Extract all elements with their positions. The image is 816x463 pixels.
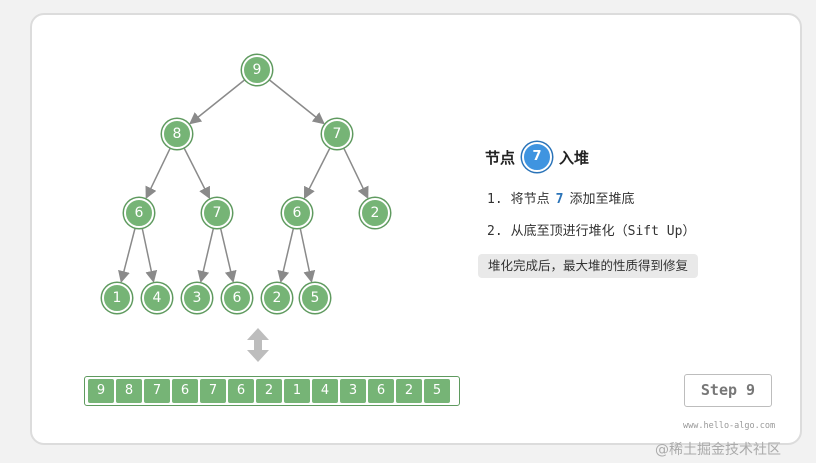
slide-card (30, 13, 802, 445)
tree-edge (141, 228, 158, 283)
step-1: 1. 将节点 7 添加至堆底 (487, 188, 635, 207)
title-prefix: 节点 (485, 148, 516, 167)
tree-node: 9 (242, 55, 272, 85)
step-1-text-b: 添加至堆底 (569, 192, 635, 207)
tree-node: 7 (322, 119, 352, 149)
title-suffix: 入堆 (559, 148, 590, 167)
array-cell: 5 (424, 379, 450, 403)
tree-node: 8 (162, 119, 192, 149)
tree-node: 6 (222, 283, 252, 313)
step-button[interactable]: Step 9 (684, 374, 772, 407)
step-2: 2. 从底至顶进行堆化（Sift Up） (487, 220, 695, 239)
array-cell: 6 (172, 379, 198, 403)
step-1-number: 1. (487, 192, 503, 207)
tree-edge (145, 148, 171, 200)
tree-edge (189, 79, 245, 125)
tree-node: 5 (300, 283, 330, 313)
tree-node: 3 (182, 283, 212, 313)
step-2-text: 从底至顶进行堆化（Sift Up） (510, 224, 696, 239)
tree-node: 2 (262, 283, 292, 313)
tree-node: 6 (282, 198, 312, 228)
array-cell: 4 (312, 379, 338, 403)
tree-edge (304, 147, 331, 200)
array-cell: 6 (228, 379, 254, 403)
array-cell: 6 (368, 379, 394, 403)
inserted-node-badge: 7 (522, 142, 553, 172)
array-cell: 8 (116, 379, 142, 403)
tree-edge (299, 228, 316, 283)
site-url: www.hello-algo.com (683, 421, 776, 431)
tree-edge (197, 228, 215, 283)
array-cell: 7 (144, 379, 170, 403)
tree-edge (277, 228, 295, 283)
tree-edge (118, 228, 136, 283)
array-cell: 1 (284, 379, 310, 403)
result-note: 堆化完成后，最大堆的性质得到修复 (478, 254, 699, 278)
array-cell: 7 (200, 379, 226, 403)
step-1-value: 7 (555, 192, 564, 207)
watermark: @稀土掘金技术社区 (655, 442, 781, 458)
array-cell: 3 (340, 379, 366, 403)
tree-node: 7 (202, 198, 232, 228)
tree-edge (219, 228, 237, 283)
tree-node: 4 (142, 283, 172, 313)
step-1-text-a: 将节点 (510, 192, 550, 207)
tree-node: 1 (102, 283, 132, 313)
array-cell: 2 (396, 379, 422, 403)
tree-node: 2 (360, 198, 390, 228)
tree-edge (269, 79, 325, 125)
array-cell: 9 (88, 379, 114, 403)
step-2-number: 2. (487, 224, 503, 239)
tree-edge (343, 148, 369, 200)
panel-title: 节点 7 入堆 (485, 142, 589, 172)
tree-node: 6 (124, 198, 154, 228)
array-cell: 2 (256, 379, 282, 403)
tree-edge (183, 147, 210, 200)
up-down-arrow-icon (247, 328, 269, 362)
